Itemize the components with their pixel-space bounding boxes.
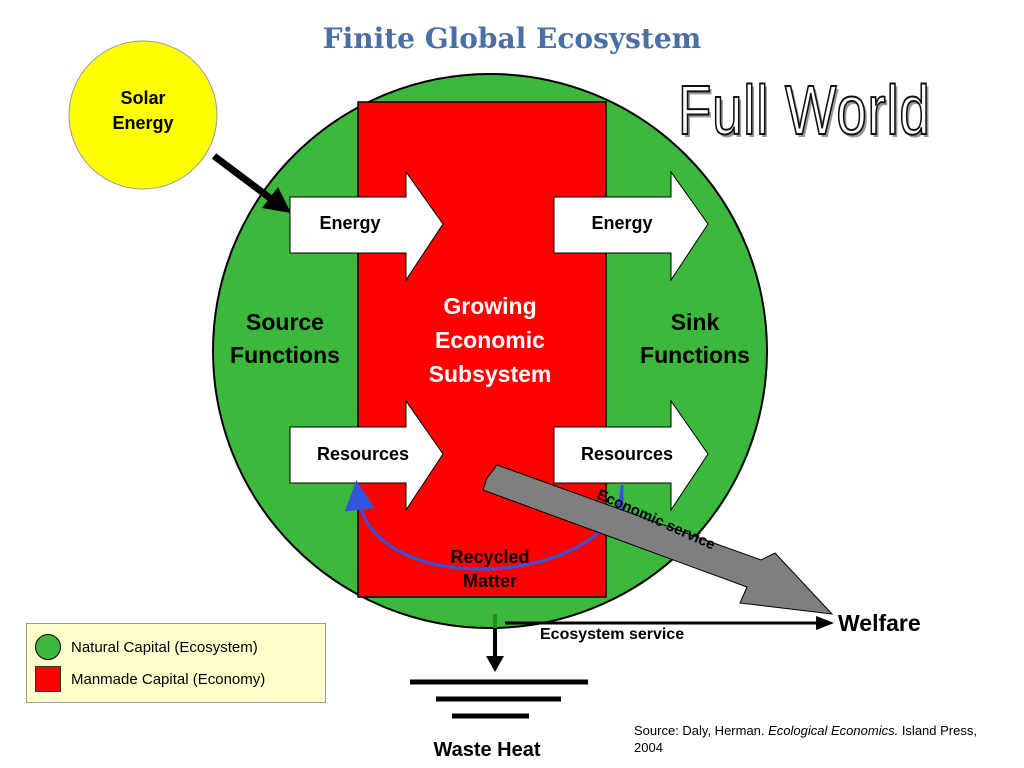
waste-heat-label: Waste Heat: [433, 739, 541, 761]
source-functions-line1: Source: [246, 309, 324, 335]
ecosystem-service-label: Ecosystem service: [540, 626, 685, 643]
economy-line1: Growing: [443, 293, 537, 319]
economic-service-arrow: [482, 464, 834, 615]
legend-natural-label: Natural Capital (Ecosystem): [71, 638, 258, 656]
sink-functions-label: Sink Functions: [620, 306, 770, 372]
ecosystem-service-arrow: [505, 616, 834, 630]
manmade-capital-swatch: [35, 666, 61, 692]
energy-out-label: Energy: [591, 213, 653, 233]
legend-item-manmade: Manmade Capital (Economy): [33, 666, 265, 692]
solar-energy-line2: Energy: [112, 113, 174, 133]
natural-capital-swatch: [35, 634, 61, 660]
source-citation: Source: Daly, Herman. Ecological Economi…: [634, 722, 1024, 756]
economy-label: Growing Economic Subsystem: [390, 289, 590, 391]
citation-year: 2004: [634, 740, 663, 755]
resources-in-label: Resources: [316, 444, 410, 464]
legend: Natural Capital (Ecosystem) Manmade Capi…: [26, 623, 326, 703]
welfare-label: Welfare: [838, 610, 921, 636]
source-functions-line2: Functions: [230, 342, 340, 368]
recycled-line1: Recycled: [450, 547, 530, 567]
energy-out-arrow: [553, 170, 709, 282]
solar-energy-label: Solar Energy: [93, 86, 193, 136]
full-world-heading: Full World: [677, 70, 931, 150]
waste-heat-arrow: [486, 628, 504, 672]
resources-out-label: Resources: [580, 444, 674, 464]
solar-energy-line1: Solar: [120, 88, 166, 108]
recycled-line2: Matter: [462, 571, 517, 591]
resources-out-arrow: [553, 399, 709, 512]
energy-in-arrow: [289, 170, 444, 282]
sink-functions-line1: Sink: [670, 309, 720, 335]
recycled-matter-label: Recycled Matter: [420, 545, 560, 593]
citation-prefix: Source: Daly, Herman.: [634, 723, 769, 738]
diagram-title: Finite Global Ecosystem: [322, 22, 702, 55]
sun-circle: [68, 40, 218, 190]
source-functions-label: Source Functions: [210, 306, 360, 372]
heat-sink-symbol: [410, 679, 588, 719]
citation-work: Ecological Economics.: [768, 723, 899, 738]
economy-line2: Economic: [435, 327, 545, 353]
resources-in-arrow: [289, 399, 444, 512]
legend-manmade-label: Manmade Capital (Economy): [71, 670, 266, 688]
sink-functions-line2: Functions: [640, 342, 750, 368]
legend-item-natural: Natural Capital (Ecosystem): [33, 632, 258, 662]
solar-energy-arrow: [211, 153, 291, 213]
economy-line3: Subsystem: [428, 361, 552, 387]
energy-in-label: Energy: [319, 213, 381, 233]
citation-suffix: Island Press,: [898, 723, 977, 738]
